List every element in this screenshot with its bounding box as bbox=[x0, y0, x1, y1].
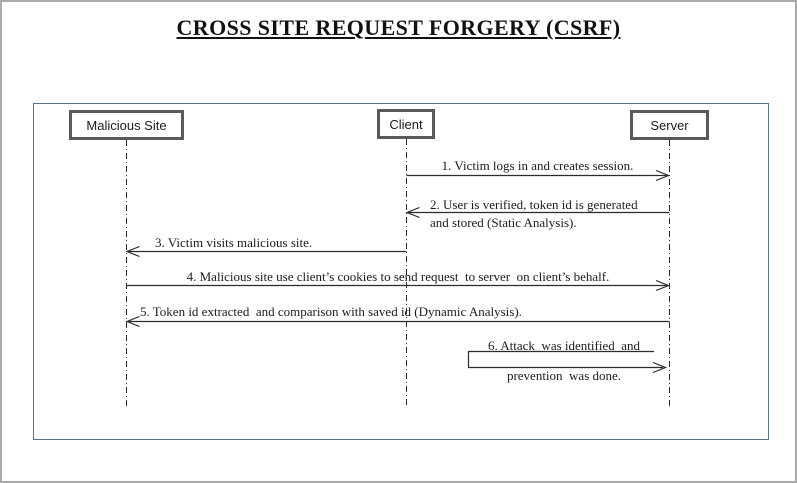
diagram-frame bbox=[33, 103, 769, 440]
actor-box-server: Server bbox=[630, 110, 709, 140]
message-5-label: 5. Token id extracted and comparison wit… bbox=[140, 304, 522, 319]
page-title: CROSS SITE REQUEST FORGERY (CSRF) bbox=[176, 15, 621, 40]
message-2-label-line1: 2. User is verified, token id is generat… bbox=[430, 197, 638, 212]
message-2-label-line2: and stored (Static Analysis). bbox=[430, 215, 577, 230]
actor-label-client: Client bbox=[389, 116, 423, 132]
message-3-label: 3. Victim visits malicious site. bbox=[155, 235, 313, 250]
message-1-label: 1. Victim logs in and creates session. bbox=[441, 158, 634, 173]
message-4-label: 4. Malicious site use client’s cookies t… bbox=[186, 269, 610, 284]
actor-label-server: Server bbox=[650, 117, 689, 133]
actor-box-malicious-site: Malicious Site bbox=[69, 110, 184, 140]
message-6-label-line1: 6. Attack was identified and bbox=[488, 338, 640, 353]
message-6-label-line2: prevention was done. bbox=[506, 368, 622, 383]
actor-label-malicious-site: Malicious Site bbox=[86, 117, 167, 133]
actor-box-client: Client bbox=[377, 109, 435, 139]
